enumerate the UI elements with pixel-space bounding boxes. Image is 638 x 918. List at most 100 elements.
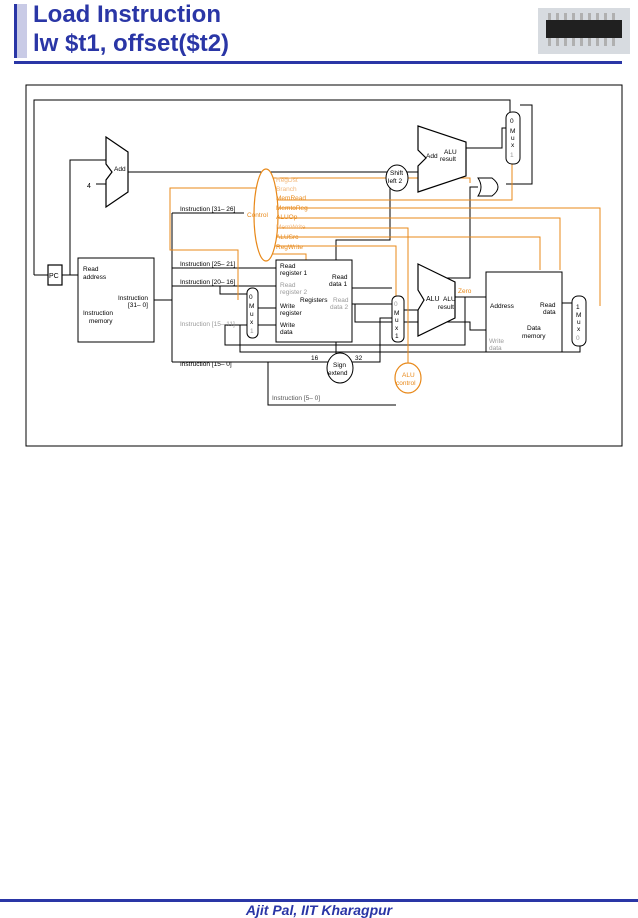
svg-text:Zero: Zero — [458, 288, 472, 295]
main-alu: ALU ALU result Zero — [417, 263, 472, 337]
instruction-memory: Read address Instruction [31– 0] Instruc… — [77, 257, 155, 343]
pcsrc-mux: 0 M u x 1 — [505, 111, 521, 165]
im-instruction-word: Instruction — [83, 310, 113, 317]
im-read-label: Read — [83, 266, 99, 273]
signal-memwrite: MemWrite — [276, 224, 306, 231]
pc-register: PC — [47, 264, 63, 286]
signal-aluop: ALUOp — [276, 214, 298, 221]
svg-text:Read: Read — [332, 274, 348, 281]
svg-text:0: 0 — [394, 301, 398, 308]
svg-text:x: x — [250, 319, 254, 326]
svg-text:register: register — [280, 310, 303, 317]
svg-text:M: M — [510, 128, 515, 135]
im-bits-label: [31– 0] — [128, 302, 148, 309]
svg-text:Add: Add — [426, 153, 438, 160]
regdst-mux: 0 M u x 1 — [246, 287, 259, 339]
control-signal-list: RegDst Branch MemRead MemtoReg ALUOp Mem… — [276, 177, 308, 251]
svg-text:16: 16 — [311, 355, 319, 362]
svg-text:memory: memory — [522, 333, 546, 340]
field-31-26: Instruction [31– 26] — [180, 206, 235, 213]
signal-alusrc: ALUSrc — [276, 234, 299, 241]
title-bar: Load Instruction lw $t1, offset($t2) — [0, 0, 638, 64]
svg-text:u: u — [511, 135, 515, 142]
svg-text:32: 32 — [355, 355, 363, 362]
svg-text:1: 1 — [250, 328, 254, 335]
footer: Ajit Pal, IIT Kharagpur — [0, 447, 638, 918]
svg-text:1: 1 — [576, 304, 580, 311]
svg-text:x: x — [511, 142, 515, 149]
svg-text:result: result — [440, 156, 456, 163]
svg-text:data: data — [489, 345, 502, 352]
signal-memread: MemRead — [276, 195, 306, 202]
footer-credit: Ajit Pal, IIT Kharagpur — [245, 902, 393, 918]
svg-text:Write: Write — [280, 322, 295, 329]
svg-text:0: 0 — [249, 294, 253, 301]
field-20-16: Instruction [20– 16] — [180, 279, 235, 286]
svg-text:0: 0 — [510, 118, 514, 125]
pc-adder: Add 4 — [87, 135, 129, 209]
svg-text:data 1: data 1 — [329, 281, 347, 288]
slide-title: Load Instruction — [33, 1, 221, 28]
svg-text:Registers: Registers — [300, 297, 328, 304]
svg-text:Write: Write — [489, 338, 504, 345]
sign-extend: Sign extend 16 32 — [311, 352, 363, 384]
svg-text:x: x — [577, 326, 581, 333]
shift-left-2: Shift left 2 — [385, 164, 409, 192]
field-25-21: Instruction [25– 21] — [180, 261, 235, 268]
svg-text:u: u — [577, 319, 581, 326]
svg-text:Read: Read — [540, 302, 556, 309]
control-label: Control — [247, 212, 269, 219]
svg-text:M: M — [249, 303, 254, 310]
svg-text:Read: Read — [280, 282, 296, 289]
svg-text:register 2: register 2 — [280, 289, 307, 296]
chip-image — [538, 8, 630, 54]
svg-text:Address: Address — [490, 303, 515, 310]
svg-text:M: M — [576, 312, 581, 319]
svg-text:register 1: register 1 — [280, 270, 307, 277]
svg-text:Shift: Shift — [390, 170, 403, 177]
im-memory-word: memory — [89, 318, 113, 325]
pc-adder-label: Add — [114, 166, 126, 173]
field-15-11: Instruction [15– 11] — [180, 321, 235, 328]
field-15-0: Instruction [15– 0] — [180, 361, 232, 368]
diagram-frame — [25, 84, 623, 447]
register-file: Read register 1 Read register 2 Write re… — [275, 259, 353, 343]
svg-text:0: 0 — [576, 335, 580, 342]
signal-regdst: RegDst — [276, 177, 298, 184]
memtoreg-mux: 1 M u x 0 — [571, 295, 587, 347]
svg-text:ALU: ALU — [444, 149, 457, 156]
im-instruction-label: Instruction — [118, 295, 148, 302]
slide-subtitle: lw $t1, offset($t2) — [33, 30, 230, 57]
svg-text:Sign: Sign — [333, 362, 346, 369]
svg-text:Read: Read — [280, 263, 296, 270]
svg-text:data: data — [543, 309, 556, 316]
svg-text:ALU: ALU — [443, 296, 456, 303]
im-address-label: address — [83, 274, 107, 281]
title-rule — [14, 61, 622, 64]
svg-text:data: data — [280, 329, 293, 336]
signal-branch: Branch — [276, 186, 297, 193]
branch-adder: Add ALU result — [417, 125, 467, 193]
svg-text:1: 1 — [395, 333, 399, 340]
svg-text:u: u — [395, 317, 399, 324]
pc-label: PC — [49, 273, 59, 280]
svg-text:left 2: left 2 — [388, 178, 402, 185]
constant-four: 4 — [87, 183, 91, 190]
svg-text:M: M — [394, 310, 399, 317]
svg-text:u: u — [250, 311, 254, 318]
svg-text:control: control — [396, 380, 416, 387]
svg-text:x: x — [395, 325, 399, 332]
control-unit: Control — [247, 168, 279, 262]
svg-text:ALU: ALU — [426, 296, 440, 303]
svg-text:1: 1 — [510, 152, 514, 159]
alu-control: ALU control — [394, 362, 422, 394]
data-memory: Address Read data Write data Data memory — [485, 271, 563, 353]
svg-text:result: result — [438, 304, 454, 311]
svg-text:Data: Data — [527, 325, 541, 332]
signal-memtoreg: MemtoReg — [276, 205, 308, 212]
svg-text:Write: Write — [280, 303, 295, 310]
field-5-0: Instruction [5– 0] — [272, 395, 320, 402]
svg-text:Read: Read — [333, 297, 349, 304]
signal-regwrite: RegWrite — [276, 244, 303, 251]
svg-text:extend: extend — [328, 370, 348, 377]
